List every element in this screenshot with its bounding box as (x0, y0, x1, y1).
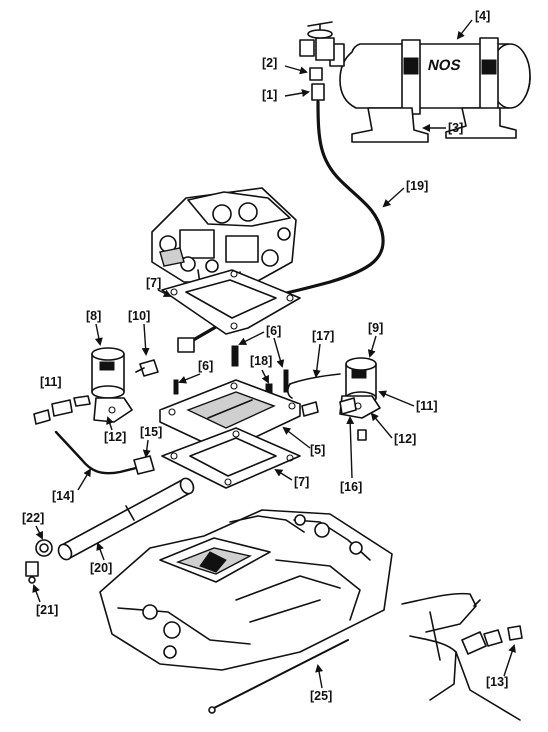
callout-19: [19] (406, 179, 428, 193)
carburetor (151, 187, 297, 285)
fitting-10 (135, 359, 159, 377)
callout-4: [4] (475, 9, 490, 23)
hose-20 (57, 477, 195, 561)
injector-plate (159, 379, 301, 453)
jet-6-right (283, 369, 289, 393)
callout-22: [22] (22, 511, 44, 525)
callout-15: [15] (140, 425, 162, 439)
bottle-logo: NOS (426, 57, 462, 74)
nozzle-21 (25, 561, 39, 584)
callout-6-left: [6] (198, 359, 213, 373)
callout-5: [5] (310, 443, 325, 457)
callout-13: [13] (486, 675, 508, 689)
callout-9: [9] (368, 321, 383, 335)
jet-6-lower (173, 379, 179, 395)
lower-gasket (161, 427, 301, 489)
callout-12-left: [12] (104, 430, 126, 444)
callout-20: [20] (90, 561, 112, 575)
line-14 (54, 430, 138, 475)
callout-8: [8] (86, 309, 101, 323)
callout-18: [18] (250, 354, 272, 368)
rod-25 (213, 639, 349, 709)
callout-11-right: [11] (416, 399, 438, 413)
callout-17: [17] (312, 329, 334, 343)
top-gasket (161, 269, 301, 335)
jet-6-upper (231, 345, 239, 367)
fittings-11-left (33, 395, 91, 425)
feed-line-end-fitting (177, 337, 195, 353)
line-17 (289, 373, 341, 385)
nitrous-solenoid-left (91, 347, 133, 423)
callout-10: [10] (128, 309, 150, 323)
braided-feed-line (268, 100, 385, 298)
callout-6-top: [6] (266, 324, 281, 338)
callout-25: [25] (310, 689, 332, 703)
clamp-22 (35, 539, 53, 557)
callout-3: [3] (448, 121, 463, 135)
nitrous-bottle: NOS (299, 21, 531, 143)
callout-12-right: [12] (394, 432, 416, 446)
callout-14: [14] (52, 489, 74, 503)
callout-7-top: [7] (146, 276, 161, 290)
bottle-nut-fitting (309, 67, 325, 101)
callout-16: [16] (340, 480, 362, 494)
inset-detail-13 (401, 592, 523, 721)
callout-11-left: [11] (40, 375, 62, 389)
callout-labels: [4] [2] [1] [3] [19] [7] [8] [10] [6] [1… (22, 9, 516, 703)
intake-manifold (99, 509, 393, 671)
callout-2: [2] (262, 56, 277, 70)
callout-7-bottom: [7] (294, 475, 309, 489)
callout-21: [21] (36, 603, 58, 617)
callout-1: [1] (262, 88, 277, 102)
fitting-16 (301, 397, 367, 441)
fitting-15 (133, 455, 155, 475)
